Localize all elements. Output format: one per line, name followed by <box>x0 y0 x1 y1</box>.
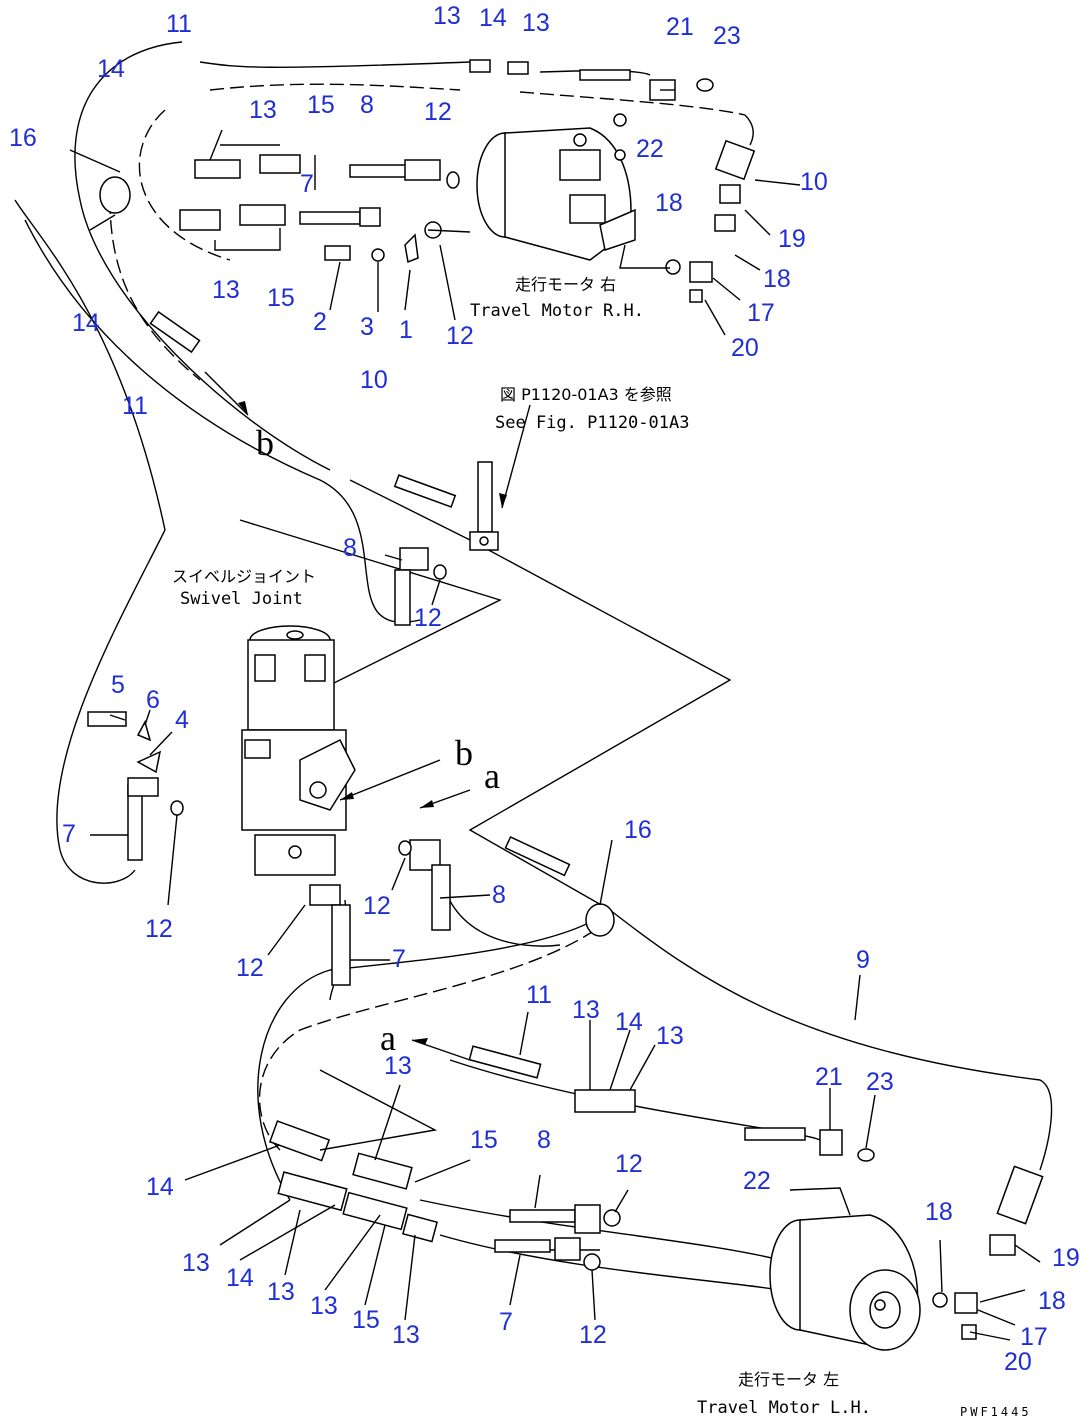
callout-part-number: 18 <box>655 189 683 217</box>
travel-motor-lh-en: Travel Motor L.H. <box>697 1398 871 1418</box>
callout-part-number: 21 <box>815 1063 843 1091</box>
reference-letter-a: a <box>380 1018 396 1058</box>
travel-motor-lh-ja: 走行モータ 左 <box>738 1370 839 1389</box>
travel-motor-lh <box>769 1214 921 1351</box>
see-fig-ja: 図 P1120-01A3 を参照 <box>500 385 672 404</box>
leader-lines <box>69 89 1041 1341</box>
callout-part-number: 18 <box>925 1198 953 1226</box>
callout-part-number: 12 <box>446 322 474 350</box>
callout-part-number: 23 <box>713 22 741 50</box>
hose-fittings <box>87 59 1044 1340</box>
callout-part-number: 11 <box>526 981 552 1009</box>
callout-part-number: 16 <box>624 816 652 844</box>
callout-part-number: 6 <box>146 686 160 714</box>
callout-part-number: 12 <box>615 1150 643 1178</box>
callout-part-number: 15 <box>307 91 335 119</box>
callout-part-number: 2 <box>313 308 327 336</box>
callout-part-number: 12 <box>579 1321 607 1349</box>
callout-part-number: 13 <box>656 1022 684 1050</box>
callout-part-number: 13 <box>384 1052 412 1080</box>
swivel-joint-en: Swivel Joint <box>180 589 303 609</box>
callout-part-number: 14 <box>615 1008 643 1036</box>
callout-part-number: 12 <box>424 98 452 126</box>
callout-part-number: 9 <box>856 946 870 974</box>
callout-part-number: 19 <box>1052 1244 1080 1272</box>
callout-part-number: 13 <box>522 9 550 37</box>
callout-part-number: 15 <box>352 1306 380 1334</box>
callout-part-number: 10 <box>360 366 388 394</box>
callout-part-number: 14 <box>97 55 125 83</box>
captions: 走行モータ 右 Travel Motor R.H. 図 P1120-01A3 を… <box>172 275 1032 1419</box>
callout-part-number: 7 <box>300 170 314 198</box>
travel-motor-rh-ja: 走行モータ 右 <box>515 275 616 294</box>
part-callouts: 11 13 14 13 21 23 14 13 15 8 12 16 7 22 … <box>9 2 1080 1376</box>
callout-part-number: 7 <box>499 1308 513 1336</box>
callout-part-number: 20 <box>731 334 759 362</box>
callout-part-number: 8 <box>537 1126 551 1154</box>
callout-part-number: 17 <box>1020 1323 1048 1351</box>
callout-part-number: 1 <box>399 316 413 344</box>
callout-part-number: 13 <box>572 996 600 1024</box>
callout-part-number: 11 <box>166 10 192 38</box>
callout-part-number: 12 <box>363 892 391 920</box>
callout-part-number: 14 <box>146 1173 174 1201</box>
callout-part-number: 23 <box>866 1068 894 1096</box>
callout-part-number: 7 <box>62 820 76 848</box>
callout-part-number: 13 <box>182 1249 210 1277</box>
callout-part-number: 14 <box>72 309 100 337</box>
reference-arrows <box>204 371 531 1061</box>
callout-part-number: 8 <box>343 534 357 562</box>
see-fig-en: See Fig. P1120-01A3 <box>495 413 689 433</box>
travel-motor-rh-en: Travel Motor R.H. <box>470 301 644 321</box>
callout-part-number: 7 <box>392 945 406 973</box>
callout-part-number: 13 <box>392 1321 420 1349</box>
callout-part-number: 22 <box>743 1167 771 1195</box>
callout-part-number: 11 <box>122 392 148 420</box>
callout-part-number: 12 <box>236 954 264 982</box>
callout-part-number: 19 <box>778 225 806 253</box>
reference-letter-b: b <box>256 423 274 463</box>
callout-part-number: 13 <box>267 1278 295 1306</box>
callout-part-number: 13 <box>310 1292 338 1320</box>
swivel-joint <box>241 625 356 876</box>
callout-part-number: 10 <box>800 168 828 196</box>
callout-part-number: 13 <box>212 276 240 304</box>
upper-hose-routes <box>14 41 1053 1171</box>
callout-part-number: 14 <box>226 1264 254 1292</box>
callout-part-number: 12 <box>414 604 442 632</box>
callout-part-number: 18 <box>763 265 791 293</box>
callout-part-number: 4 <box>175 706 189 734</box>
hose-bracket <box>469 461 499 551</box>
callout-part-number: 13 <box>249 96 277 124</box>
callout-part-number: 14 <box>479 4 507 32</box>
callout-part-number: 3 <box>360 313 374 341</box>
callout-part-number: 21 <box>666 13 694 41</box>
reference-letter-a: a <box>484 756 500 796</box>
reference-letter-b: b <box>455 733 473 773</box>
callout-part-number: 12 <box>145 915 173 943</box>
callout-part-number: 5 <box>111 671 125 699</box>
callout-part-number: 15 <box>470 1126 498 1154</box>
swivel-joint-ja: スイベルジョイント <box>172 567 316 586</box>
drawing-number: PWF1445 <box>960 1405 1032 1419</box>
callout-part-number: 20 <box>1004 1348 1032 1376</box>
callout-part-number: 18 <box>1038 1287 1066 1315</box>
callout-part-number: 16 <box>9 124 37 152</box>
callout-part-number: 13 <box>433 2 461 30</box>
callout-part-number: 15 <box>267 284 295 312</box>
callout-part-number: 8 <box>360 91 374 119</box>
callout-part-number: 8 <box>492 881 506 909</box>
travel-motor-rh <box>476 127 636 261</box>
callout-part-number: 17 <box>747 299 775 327</box>
callout-part-number: 22 <box>636 135 664 163</box>
